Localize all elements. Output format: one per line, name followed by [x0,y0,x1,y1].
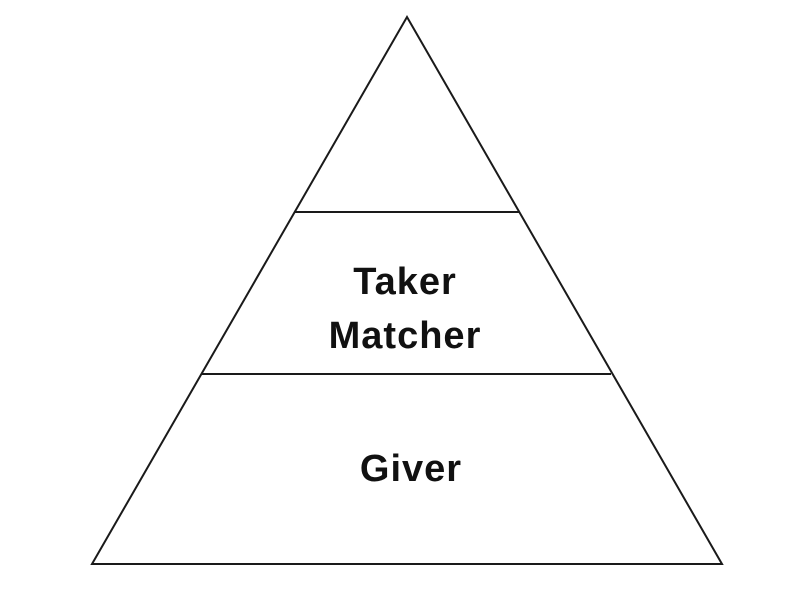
tier-bottom-label: Giver [360,448,462,490]
tier-middle-label-line-2: Matcher [329,315,482,357]
tier-middle-label-line-1: Taker [353,261,457,303]
pyramid-outline [90,14,724,565]
